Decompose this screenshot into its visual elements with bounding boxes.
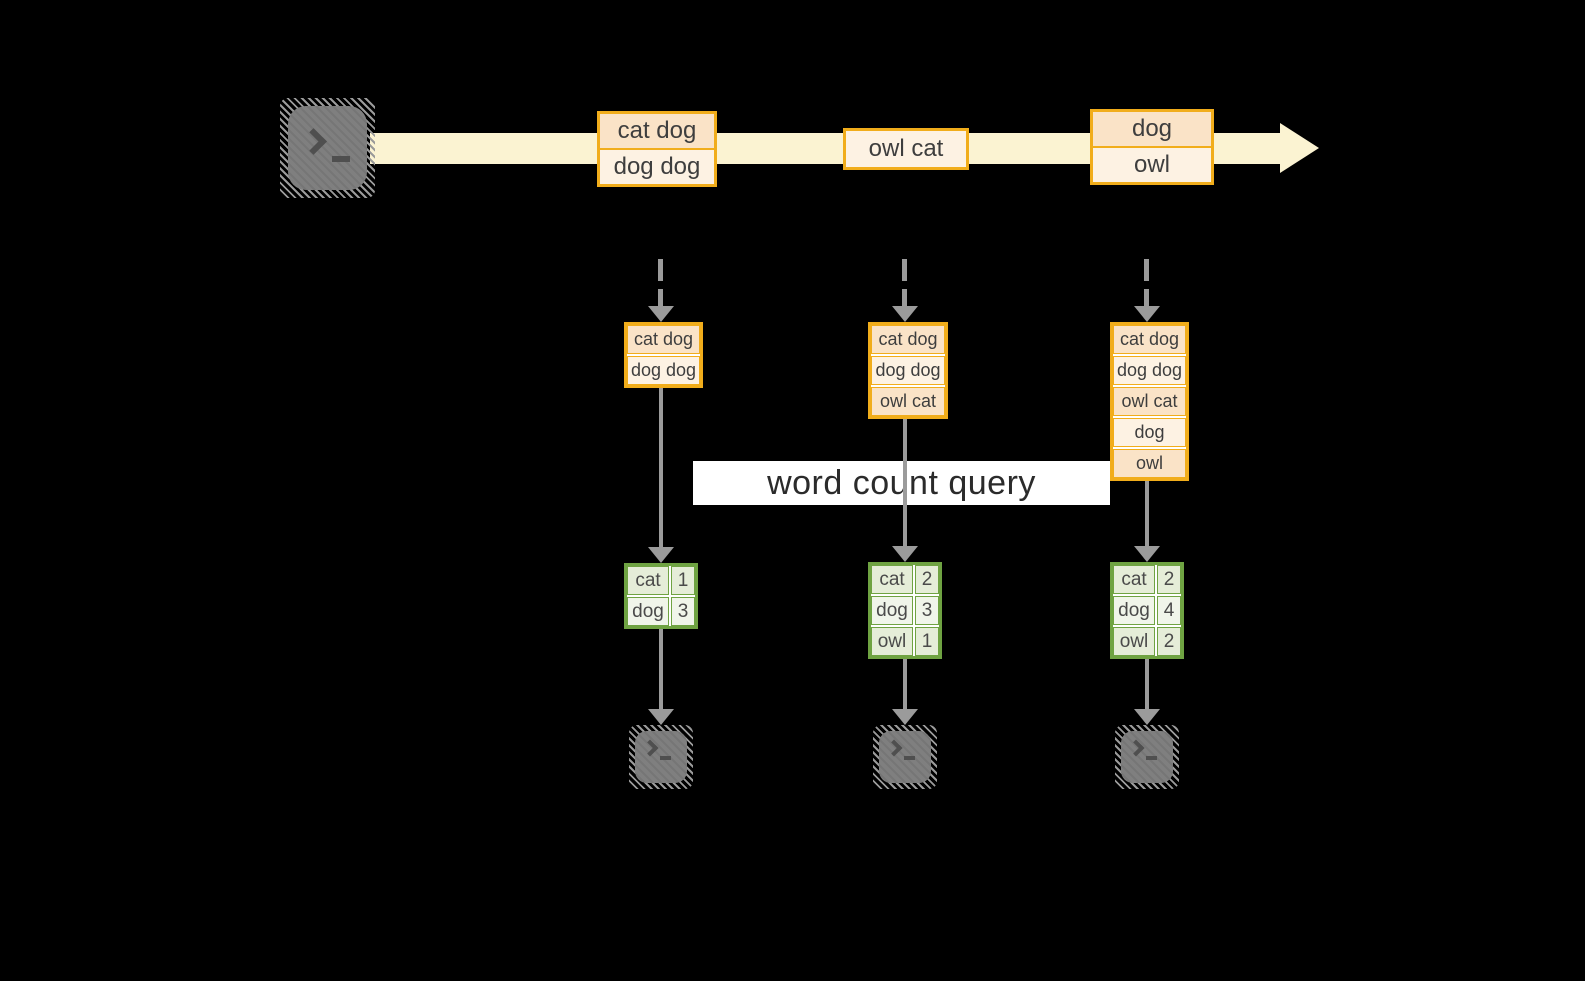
result-word-cell: dog [1113, 596, 1155, 625]
terminal-body [879, 731, 931, 783]
event-text: owl cat [868, 135, 944, 162]
batch-item: dog dog [871, 356, 945, 385]
batch-item-text: cat dog [878, 329, 938, 349]
query-arrow-shaft-3 [1145, 481, 1149, 546]
batch-item-text: owl cat [879, 391, 937, 411]
batch-stack-3: cat dog dog dog owl cat dog owl [1110, 322, 1189, 481]
prompt-cursor-icon [904, 756, 915, 760]
batch-item-text: dog dog [875, 360, 941, 380]
result-word-cell: dog [871, 596, 913, 625]
result-count-cell: 3 [915, 596, 939, 625]
result-count-cell: 2 [1157, 565, 1181, 594]
stream-event-box-2: owl cat [843, 128, 969, 170]
sink-terminal-icon-1 [629, 725, 693, 789]
prompt-chevron-icon [300, 128, 327, 155]
ingest-arrow-shaft-3 [1144, 259, 1149, 306]
event-line: owl cat [846, 131, 966, 167]
query-arrow-shaft-2 [903, 419, 907, 546]
batch-stack-2: cat dog dog dog owl cat [868, 322, 948, 419]
result-count-cell: 3 [671, 597, 695, 626]
prompt-chevron-icon [885, 739, 903, 757]
batch-item-text: owl [1135, 453, 1163, 473]
event-line: dog dog [600, 150, 714, 184]
batch-item-text: dog dog [630, 360, 697, 380]
batch-item: dog dog [627, 356, 700, 385]
result-word-cell: cat [1113, 565, 1155, 594]
batch-item-text: cat dog [1119, 329, 1180, 349]
event-line: owl [1093, 148, 1211, 182]
query-arrowhead-3 [1134, 546, 1160, 562]
output-arrow-shaft-3 [1145, 659, 1149, 709]
prompt-cursor-icon [1146, 756, 1157, 760]
batch-item-text: dog [1134, 422, 1165, 442]
batch-item: owl cat [871, 387, 945, 416]
prompt-chevron-icon [641, 739, 659, 757]
batch-item: cat dog [1113, 325, 1186, 354]
result-count-cell: 4 [1157, 596, 1181, 625]
batch-item: owl [1113, 449, 1186, 478]
query-label-band: word count query [693, 461, 1110, 505]
source-terminal-icon [280, 98, 375, 198]
terminal-body [1121, 731, 1173, 783]
batch-item: owl cat [1113, 387, 1186, 416]
event-line: cat dog [600, 114, 714, 148]
ingest-arrow-shaft-1 [658, 259, 663, 306]
batch-item-text: cat dog [633, 329, 694, 349]
output-arrowhead-2 [892, 709, 918, 725]
prompt-chevron-icon [1127, 739, 1145, 757]
query-arrow-shaft-1 [659, 388, 663, 547]
output-arrowhead-1 [648, 709, 674, 725]
result-table-2: cat 2 dog 3 owl 1 [868, 562, 942, 659]
batch-item: cat dog [627, 325, 700, 354]
result-word-cell: cat [627, 566, 669, 595]
event-text: cat dog [617, 117, 697, 144]
result-word-cell: dog [627, 597, 669, 626]
query-arrowhead-2 [892, 546, 918, 562]
result-word-cell: owl [871, 627, 913, 656]
batch-item: dog [1113, 418, 1186, 447]
query-label: word count query [767, 463, 1036, 502]
query-arrowhead-1 [648, 547, 674, 563]
cell-divider [600, 148, 714, 150]
result-count-cell: 2 [1157, 627, 1181, 656]
event-text: dog [1131, 115, 1173, 142]
batch-item-text: owl cat [1121, 391, 1178, 411]
sink-terminal-icon-2 [873, 725, 937, 789]
result-table-1: cat 1 dog 3 [624, 563, 698, 629]
prompt-cursor-icon [660, 756, 671, 760]
stream-event-box-3: dog owl [1090, 109, 1214, 185]
batch-item: cat dog [871, 325, 945, 354]
event-text: dog dog [613, 153, 701, 180]
batch-item: dog dog [1113, 356, 1186, 385]
cell-divider [1093, 146, 1211, 148]
output-arrow-shaft-2 [903, 659, 907, 709]
terminal-body [635, 731, 687, 783]
batch-stack-1: cat dog dog dog [624, 322, 703, 388]
result-count-cell: 2 [915, 565, 939, 594]
terminal-body [288, 106, 367, 190]
ingest-arrowhead-2 [892, 306, 918, 322]
result-count-cell: 1 [915, 627, 939, 656]
result-count-cell: 1 [671, 566, 695, 595]
batch-item-text: dog dog [1116, 360, 1183, 380]
event-line: dog [1093, 112, 1211, 146]
event-text: owl [1133, 151, 1170, 178]
prompt-cursor-icon [332, 156, 350, 162]
output-arrow-shaft-1 [659, 629, 663, 709]
ingest-arrow-shaft-2 [902, 259, 907, 306]
ingest-arrowhead-1 [648, 306, 674, 322]
output-arrowhead-3 [1134, 709, 1160, 725]
result-table-3: cat 2 dog 4 owl 2 [1110, 562, 1184, 659]
sink-terminal-icon-3 [1115, 725, 1179, 789]
stream-event-box-1: cat dog dog dog [597, 111, 717, 187]
result-word-cell: owl [1113, 627, 1155, 656]
result-word-cell: cat [871, 565, 913, 594]
stream-arrowhead-icon [1280, 123, 1319, 173]
ingest-arrowhead-3 [1134, 306, 1160, 322]
